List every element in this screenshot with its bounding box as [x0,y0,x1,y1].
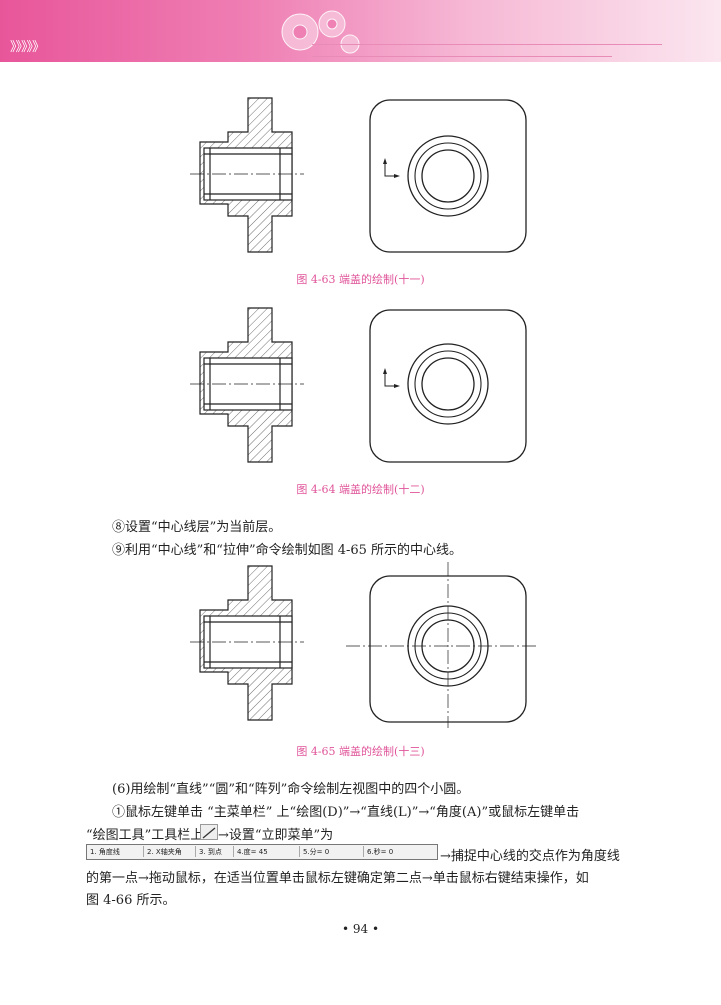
figure-caption: 图 4-64 端盖的绘制(十二) [296,483,425,496]
step-8-text: ⑧设置“中心线层”为当前层。 [112,520,282,535]
toolbar-field-degree[interactable]: 4.度= 45 [237,848,268,856]
toolbar-field-second[interactable]: 6.秒= 0 [367,848,394,856]
figure-caption: 图 4-63 端盖的绘制(十一) [296,273,425,286]
step-1-line-b: “绘图工具”工具栏上 [86,824,203,843]
page-number: • 94 • [341,922,380,936]
toolbar-field-angle-line[interactable]: 1. 角度线 [90,848,120,856]
step-1-line-e: 图 4-66 所示。 [86,893,176,908]
toolbar-field-to-point[interactable]: 3. 到点 [199,848,222,856]
step-1-line-d: 的第一点→拖动鼠标，在适当位置单击鼠标左键确定第二点→单击鼠标右键结束操作，如 [86,871,589,886]
header-chevrons: 》》》》》 [10,40,45,55]
step-1-line-b-end: →设置“立即菜单”为 [218,828,334,843]
step-6-text: (6)用绘制“直线”“圆”和“阵列”命令绘制左视图中的四个小圆。 [112,782,470,797]
figure-4-63-drawing [190,97,527,253]
step-1-line-a: ①鼠标左键单击 “主菜单栏” 上“绘图(D)”→“直线(L)”→“角度(A)”或… [112,805,580,820]
gear-decoration-icon [281,10,360,54]
line-tool-icon[interactable] [200,824,218,840]
toolbar-separator [233,846,234,857]
figure-4-65-drawing [190,562,536,728]
step-1-line-c: →捕捉中心线的交点作为角度线 [440,849,620,864]
toolbar-field-x-axis-angle[interactable]: 2. X轴夹角 [147,848,182,856]
step-1-line-b-start: “绘图工具”工具栏上 [86,828,204,843]
figure-4-64-drawing [190,307,527,463]
header-rule [312,44,662,45]
figure-caption: 图 4-65 端盖的绘制(十三) [296,745,425,758]
header-rule [312,56,612,57]
toolbar-separator [299,846,300,857]
toolbar-field-minute[interactable]: 5.分= 0 [303,848,330,856]
immediate-menu-toolbar: 1. 角度线 2. X轴夹角 3. 到点 4.度= 45 5.分= 0 6.秒=… [86,844,438,860]
page-header-banner: 》》》》》 [0,0,721,62]
toolbar-separator [143,846,144,857]
toolbar-separator [195,846,196,857]
toolbar-separator [363,846,364,857]
step-9-text: ⑨利用“中心线”和“拉伸”命令绘制如图 4-65 所示的中心线。 [112,543,463,558]
